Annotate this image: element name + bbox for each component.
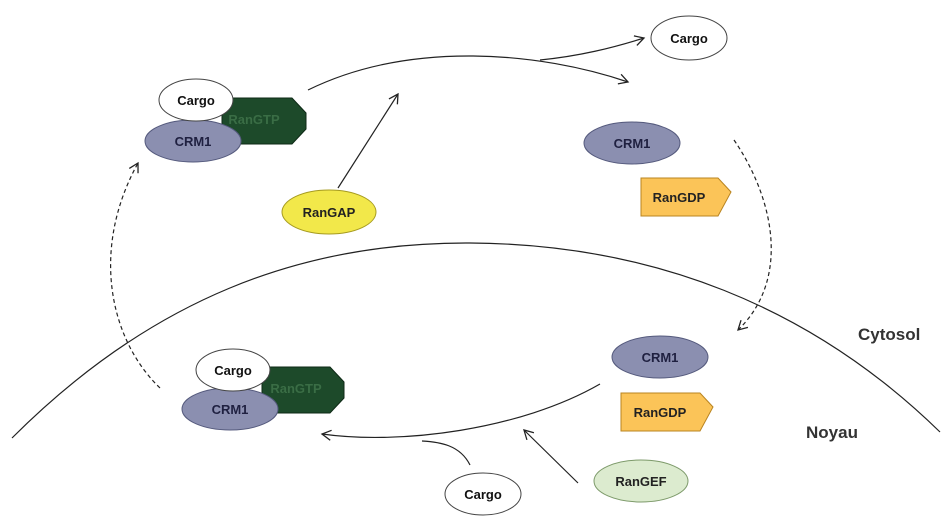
rangtp-label: RanGTP (228, 112, 280, 127)
crm1-label: CRM1 (614, 136, 651, 151)
rangef-label: RanGEF (615, 474, 666, 489)
rangdp-label: RanGDP (634, 405, 687, 420)
rangdp-label: RanGDP (653, 190, 706, 205)
cargo-label: Cargo (214, 363, 252, 378)
free-crm1-cytosol: CRM1 (583, 121, 681, 165)
crm1-label: CRM1 (175, 134, 212, 149)
incoming-cargo-node: Cargo (444, 472, 522, 516)
rangef-node: RanGEF (593, 459, 689, 503)
arrow-cargo-release (539, 35, 646, 61)
arrow-cargo-entry (421, 440, 471, 466)
rangef-shape (593, 459, 689, 503)
rangap-node: RanGAP (281, 189, 377, 235)
export-complex-nucleus: RanGTP CRM1 Cargo (181, 348, 345, 431)
crm1-shape (583, 121, 681, 165)
cargo-label: Cargo (670, 31, 708, 46)
arrow-nuclear-loading (320, 383, 601, 441)
rangdp-shape (620, 392, 714, 432)
nuclear-envelope-line (11, 242, 941, 439)
arrow-rangap-action (337, 92, 399, 189)
arrow-export-dashed (110, 161, 161, 389)
region-label-noyau: Noyau (806, 423, 858, 442)
arrow-rangef-action (523, 429, 579, 484)
cargo-label: Cargo (464, 487, 502, 502)
cargo-shape (158, 78, 234, 122)
rangap-shape (281, 189, 377, 235)
rangap-label: RanGAP (303, 205, 356, 220)
crm1-nucleus: CRM1 (611, 335, 709, 379)
rangdp-nucleus: RanGDP (620, 392, 714, 432)
released-cargo-node: Cargo (650, 15, 728, 61)
cargo-shape (195, 348, 271, 392)
crm1-label: CRM1 (212, 402, 249, 417)
crm1-shape (611, 335, 709, 379)
rangtp-label: RanGTP (270, 381, 322, 396)
arrow-crm1-recycle-dashed (733, 139, 772, 331)
cargo-shape (444, 472, 522, 516)
cargo-label: Cargo (177, 93, 215, 108)
region-label-cytosol: Cytosol (858, 325, 920, 344)
rangdp-shape (640, 177, 732, 217)
cargo-shape (650, 15, 728, 61)
export-complex-cytosol: RanGTP CRM1 Cargo (144, 78, 307, 163)
crm1-label: CRM1 (642, 350, 679, 365)
arrow-export-to-release (307, 55, 630, 91)
rangdp-cytosol: RanGDP (640, 177, 732, 217)
